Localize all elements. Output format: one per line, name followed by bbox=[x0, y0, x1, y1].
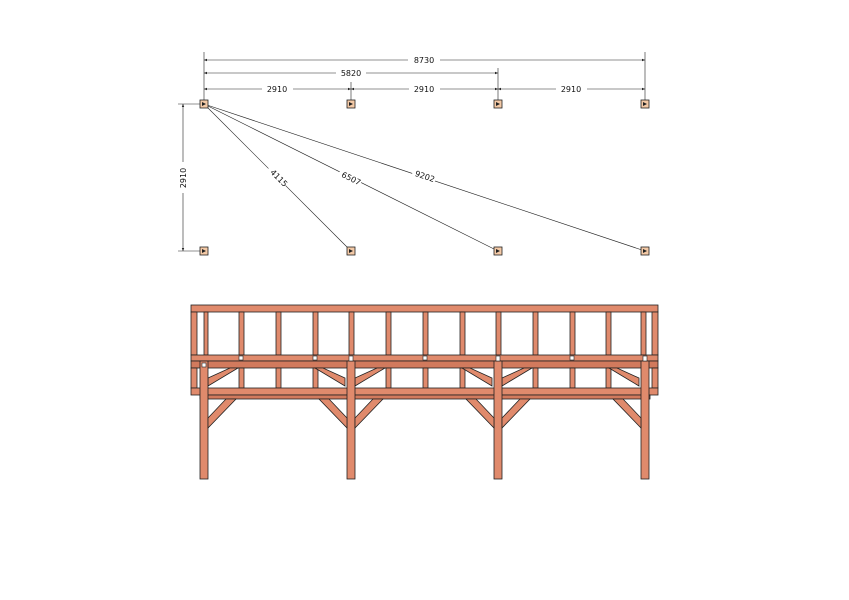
dimension-bay-3-label: 2910 bbox=[561, 85, 581, 94]
deck-board bbox=[190, 360, 659, 369]
dimension-bay-2: 2910 bbox=[351, 85, 498, 94]
connectors bbox=[201, 355, 648, 368]
dimension-bay-1-label: 2910 bbox=[267, 85, 287, 94]
diagonal-3: 9202 bbox=[203, 103, 646, 252]
top-rail bbox=[190, 304, 659, 313]
upper-braces bbox=[207, 367, 640, 387]
beam-lower bbox=[199, 394, 651, 400]
dimension-depth-label: 2910 bbox=[179, 168, 188, 188]
post-marker bbox=[199, 246, 209, 256]
dimension-two-bays: 5820 bbox=[204, 69, 498, 78]
dimension-two-bays-label: 5820 bbox=[341, 69, 361, 78]
post bbox=[346, 360, 356, 480]
post-marker bbox=[199, 99, 209, 109]
diagonal-1: 4115 bbox=[203, 103, 352, 252]
dimension-overall-label: 8730 bbox=[414, 56, 434, 65]
dimension-bay-3: 2910 bbox=[498, 85, 645, 94]
knee-braces bbox=[207, 398, 642, 429]
post bbox=[199, 360, 209, 480]
diagonal-2: 6507 bbox=[203, 103, 499, 252]
post-marker bbox=[493, 99, 503, 109]
main-beam bbox=[190, 387, 659, 396]
dimension-bay-2-label: 2910 bbox=[414, 85, 434, 94]
extension-lines bbox=[178, 52, 646, 252]
post bbox=[493, 360, 503, 480]
dimension-overall: 8730 bbox=[204, 56, 645, 65]
elevation-view bbox=[190, 304, 659, 480]
plan-view: 8730 5820 2910 2910 2910 2910 bbox=[178, 52, 650, 256]
lower-balusters bbox=[190, 367, 659, 389]
dimension-bay-1: 2910 bbox=[204, 85, 351, 94]
post-marker bbox=[640, 99, 650, 109]
post-marker bbox=[346, 99, 356, 109]
post-marker bbox=[640, 246, 650, 256]
dimension-depth: 2910 bbox=[179, 104, 188, 251]
post-marker bbox=[346, 246, 356, 256]
post-marker bbox=[493, 246, 503, 256]
post bbox=[640, 360, 650, 480]
plan-posts bbox=[199, 99, 650, 256]
balusters bbox=[190, 311, 659, 356]
